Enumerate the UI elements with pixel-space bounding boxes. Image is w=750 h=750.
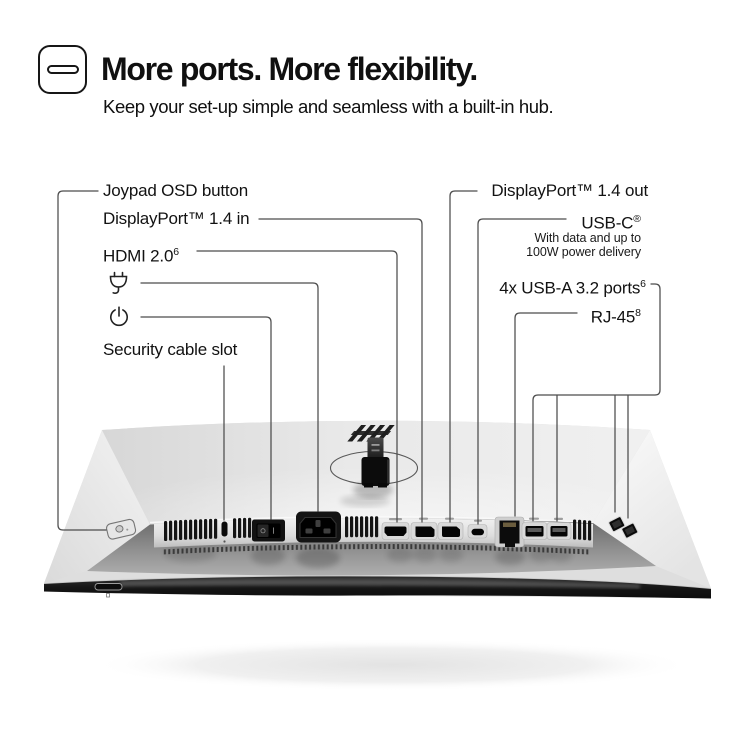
usb-c-port	[467, 524, 488, 539]
vent-slots	[164, 516, 592, 541]
joypad-osd-button	[106, 518, 137, 540]
displayport-in-port	[410, 522, 438, 540]
label-security-cable-slot: Security cable slot	[103, 341, 237, 359]
label-hdmi: HDMI 2.06	[103, 243, 179, 266]
label-text: USB-C	[581, 213, 634, 233]
port-reflections	[164, 546, 572, 568]
label-displayport-in: DisplayPort™ 1.4 in	[103, 209, 250, 228]
label-text: DisplayPort™ 1.4 out	[491, 181, 648, 200]
callout-line-rj45	[514, 312, 578, 517]
callout-line-usb-c	[477, 218, 567, 525]
vent-perforation-row	[162, 544, 590, 555]
page-title: More ports. More flexibility.	[101, 51, 478, 87]
label-text: 4x USB-A 3.2 ports	[499, 278, 641, 298]
label-text: DisplayPort™ 1.4 in	[103, 209, 250, 228]
monitor-left-face	[44, 430, 150, 584]
side-usb-port-1	[608, 516, 626, 533]
usb-c-port-icon	[38, 45, 87, 94]
monitor-right-face	[593, 430, 711, 589]
power-switch-port	[252, 519, 285, 542]
callout-line-usb-a	[532, 283, 661, 522]
label-usb-c-description: With data and up to 100W power delivery	[526, 231, 641, 259]
power-plug-icon	[109, 271, 128, 295]
callout-line-hdmi	[196, 250, 398, 523]
label-usb-c: USB-C®	[581, 210, 641, 233]
power-symbol-icon	[110, 306, 128, 327]
callout-line-power-plug	[140, 282, 319, 512]
callout-line-dp-out	[449, 190, 478, 523]
label-superscript: 6	[640, 278, 646, 290]
label-joypad-osd-button: Joypad OSD button	[103, 182, 248, 200]
displayport-out-port	[437, 522, 464, 540]
label-text: HDMI 2.0	[103, 246, 174, 266]
usb-dongle	[340, 437, 393, 507]
label-text: Joypad OSD button	[103, 181, 248, 200]
rj45-port	[494, 516, 525, 548]
usb-a-port-1	[521, 522, 548, 540]
security-cable-slot-port	[221, 521, 228, 543]
callout-line-power-button	[140, 316, 272, 520]
monitor-shadow	[92, 639, 692, 691]
label-text: 100W power delivery	[526, 244, 641, 259]
ac-power-inlet-port	[296, 511, 341, 543]
label-text: With data and up to	[534, 231, 641, 245]
label-superscript: 8	[635, 307, 641, 319]
hp-logo	[347, 425, 395, 442]
callout-line-joypad	[57, 190, 107, 531]
bezel-bottom-slot	[94, 583, 123, 598]
label-rj45: RJ-458	[591, 304, 641, 327]
bottom-bezel	[43, 575, 712, 599]
hdmi-port	[381, 522, 410, 540]
usb-a-port-2	[546, 522, 572, 540]
page-subtitle: Keep your set-up simple and seamless wit…	[103, 96, 554, 117]
label-text: Security cable slot	[103, 340, 238, 359]
label-usb-a-ports: 4x USB-A 3.2 ports6	[499, 275, 646, 298]
label-superscript: 6	[173, 246, 180, 258]
side-usb-port-2	[621, 522, 639, 539]
usb-c-pill-shape	[46, 65, 79, 74]
label-superscript: ®	[633, 213, 641, 225]
label-displayport-out: DisplayPort™ 1.4 out	[491, 182, 648, 200]
callout-lines	[57, 190, 661, 531]
label-text: RJ-45	[590, 307, 636, 327]
callout-line-dp-in	[258, 218, 423, 523]
